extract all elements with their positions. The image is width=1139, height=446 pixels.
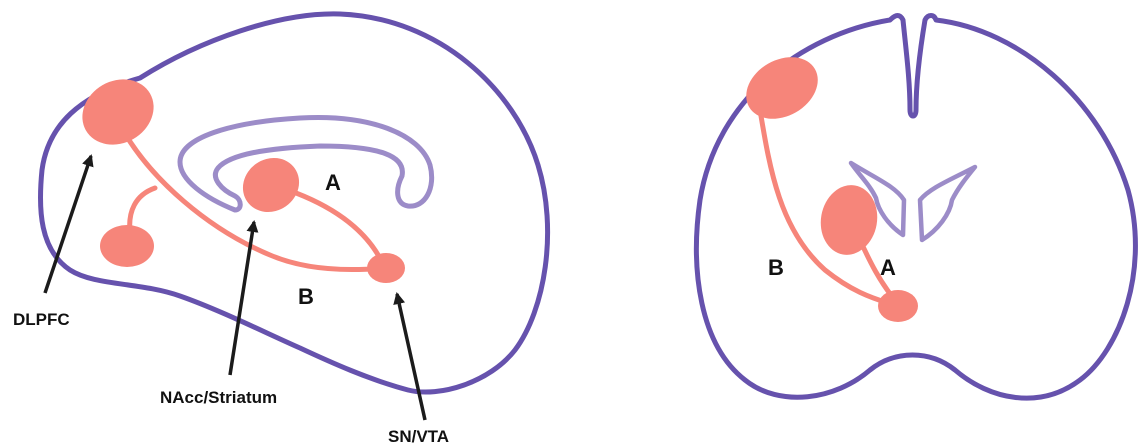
sagittal-brain-outline bbox=[40, 14, 547, 392]
coronal-right-ventricle bbox=[920, 167, 975, 240]
dlpfc-arrow bbox=[45, 156, 91, 293]
sagittal-pathway-a-label: A bbox=[325, 170, 341, 195]
coronal-sn-vta-region bbox=[878, 290, 918, 322]
sagittal-pathway-a-line bbox=[288, 190, 382, 262]
coronal-pathway-a-label: A bbox=[880, 255, 896, 280]
nacc-striatum-arrow bbox=[230, 222, 254, 375]
sagittal-frontal-region bbox=[100, 225, 154, 267]
sn-vta-arrow bbox=[397, 294, 425, 420]
sagittal-dlpfc-region bbox=[70, 67, 165, 158]
dlpfc-label: DLPFC bbox=[13, 310, 70, 329]
coronal-dlpfc-region bbox=[735, 45, 829, 131]
sagittal-brain-view: A B DLPFC NAcc/Striatum SN/VTA bbox=[13, 14, 548, 446]
coronal-brain-view: B A bbox=[696, 16, 1135, 399]
sagittal-sn-vta-region bbox=[367, 253, 405, 283]
sagittal-nacc-striatum-region bbox=[232, 147, 309, 223]
sagittal-branch-line bbox=[130, 188, 155, 232]
coronal-pathway-b-label: B bbox=[768, 255, 784, 280]
nacc-striatum-label: NAcc/Striatum bbox=[160, 388, 277, 407]
sn-vta-label: SN/VTA bbox=[388, 427, 449, 446]
sagittal-pathway-b-label: B bbox=[298, 284, 314, 309]
